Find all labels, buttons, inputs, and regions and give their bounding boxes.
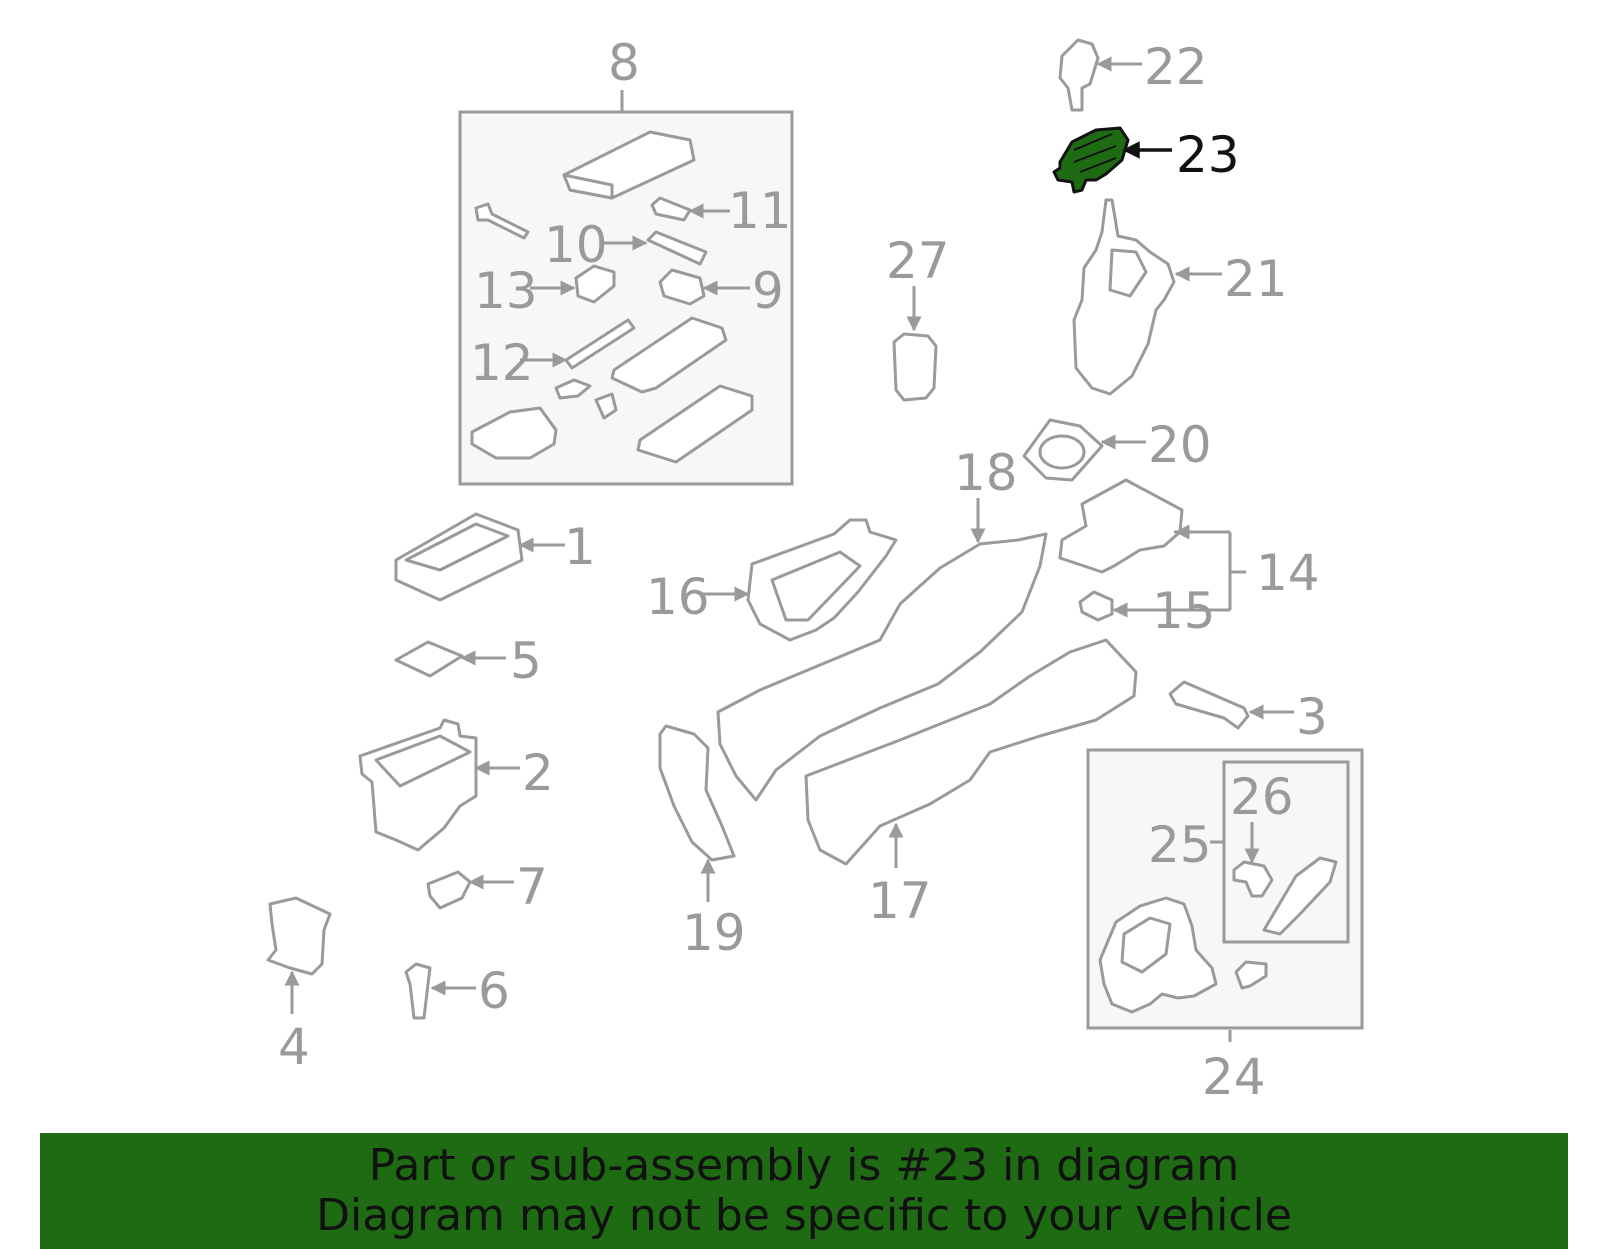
part-24-small-bolt[interactable] (1234, 960, 1268, 990)
part-24-shifter-housing[interactable] (1098, 896, 1218, 1014)
part-armrest-base[interactable] (470, 406, 558, 460)
part-bolt[interactable] (474, 202, 530, 240)
part-23-shift-boot-cover[interactable] (1052, 126, 1130, 194)
part-hinge-bracket[interactable] (610, 316, 728, 394)
part-4-bracket[interactable] (266, 896, 332, 976)
part-11-pad[interactable] (650, 196, 692, 222)
part-12-strip[interactable] (564, 318, 636, 370)
part-25-trim[interactable] (1262, 856, 1338, 936)
callout-14[interactable]: 14 (1256, 544, 1320, 602)
part-18-side-panel[interactable] (716, 532, 1048, 802)
part-26-clip[interactable] (1232, 860, 1274, 898)
callout-17[interactable]: 17 (868, 872, 932, 930)
callout-5[interactable]: 5 (510, 632, 542, 690)
callout-22[interactable]: 22 (1144, 38, 1208, 96)
callout-20[interactable]: 20 (1148, 416, 1212, 474)
part-14-panel[interactable] (1058, 478, 1184, 574)
callout-8[interactable]: 8 (608, 34, 640, 92)
callout-18[interactable]: 18 (954, 444, 1018, 502)
part-1-tray[interactable] (394, 512, 524, 602)
callout-3[interactable]: 3 (1296, 688, 1328, 746)
callout-10[interactable]: 10 (544, 216, 608, 274)
callout-15[interactable]: 15 (1152, 582, 1216, 640)
part-16-cupholder[interactable] (746, 518, 898, 642)
part-22-knob[interactable] (1058, 38, 1100, 112)
part-10-strip[interactable] (646, 230, 708, 266)
callout-12[interactable]: 12 (470, 334, 534, 392)
part-3-bracket[interactable] (1168, 680, 1250, 730)
callout-19[interactable]: 19 (682, 904, 746, 962)
callout-2[interactable]: 2 (522, 744, 554, 802)
part-19-trim[interactable] (658, 724, 736, 862)
part-6-pin[interactable] (404, 962, 432, 1020)
callout-27[interactable]: 27 (886, 232, 950, 290)
callout-4[interactable]: 4 (278, 1018, 310, 1076)
banner-line-1: Part or sub-assembly is #23 in diagram (368, 1140, 1240, 1191)
part-15-clip[interactable] (1078, 590, 1114, 622)
part-17-console-body[interactable] (804, 638, 1138, 866)
part-small-clips[interactable] (554, 378, 618, 420)
callout-24[interactable]: 24 (1202, 1048, 1266, 1106)
callout-7[interactable]: 7 (516, 858, 548, 916)
callout-11[interactable]: 11 (728, 182, 792, 240)
callout-25[interactable]: 25 (1148, 816, 1212, 874)
part-7-cap[interactable] (426, 870, 472, 910)
callout-16[interactable]: 16 (646, 568, 710, 626)
callout-9[interactable]: 9 (752, 262, 784, 320)
part-20-bezel[interactable] (1022, 418, 1104, 482)
part-armrest-tray[interactable] (636, 384, 754, 464)
banner-line-2: Diagram may not be specific to your vehi… (316, 1190, 1292, 1241)
callout-1[interactable]: 1 (564, 518, 596, 576)
callout-13[interactable]: 13 (474, 262, 538, 320)
callout-21[interactable]: 21 (1224, 250, 1288, 308)
part-armrest-lid[interactable] (562, 130, 696, 200)
callout-6[interactable]: 6 (478, 962, 510, 1020)
part-21-shifter-assembly[interactable] (1072, 198, 1176, 396)
part-27-switch[interactable] (892, 332, 938, 402)
part-5-mat[interactable] (394, 640, 464, 678)
callout-26[interactable]: 26 (1230, 768, 1294, 826)
part-9-latch[interactable] (658, 268, 706, 306)
part-13-clip[interactable] (574, 264, 616, 304)
part-2-bracket[interactable] (358, 718, 478, 852)
info-banner: Part or sub-assembly is #23 in diagram D… (40, 1133, 1568, 1249)
callout-23[interactable]: 23 (1176, 126, 1240, 184)
